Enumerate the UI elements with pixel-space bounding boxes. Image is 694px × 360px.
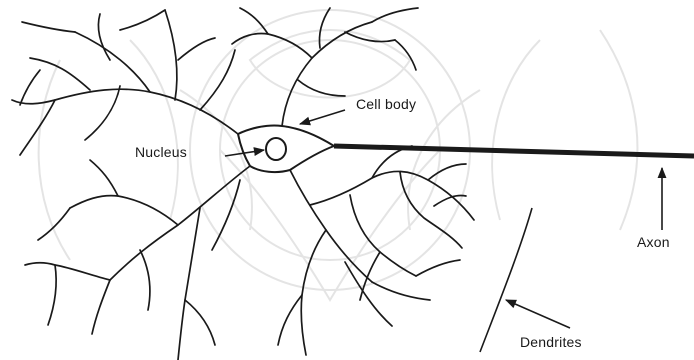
- arrow-icon: [506, 300, 570, 328]
- dendrite-guide-line: [480, 208, 532, 352]
- dendrites-label: Dendrites: [520, 334, 582, 350]
- dendrites: [12, 8, 474, 360]
- nucleus: [266, 138, 286, 160]
- cell-body-label: Cell body: [356, 96, 416, 112]
- axon-label: Axon: [637, 234, 670, 250]
- label-arrows: [225, 110, 662, 328]
- axon: [334, 146, 694, 156]
- watermark-seal: [39, 10, 638, 300]
- arrow-icon: [300, 110, 345, 124]
- nucleus-label: Nucleus: [135, 144, 187, 160]
